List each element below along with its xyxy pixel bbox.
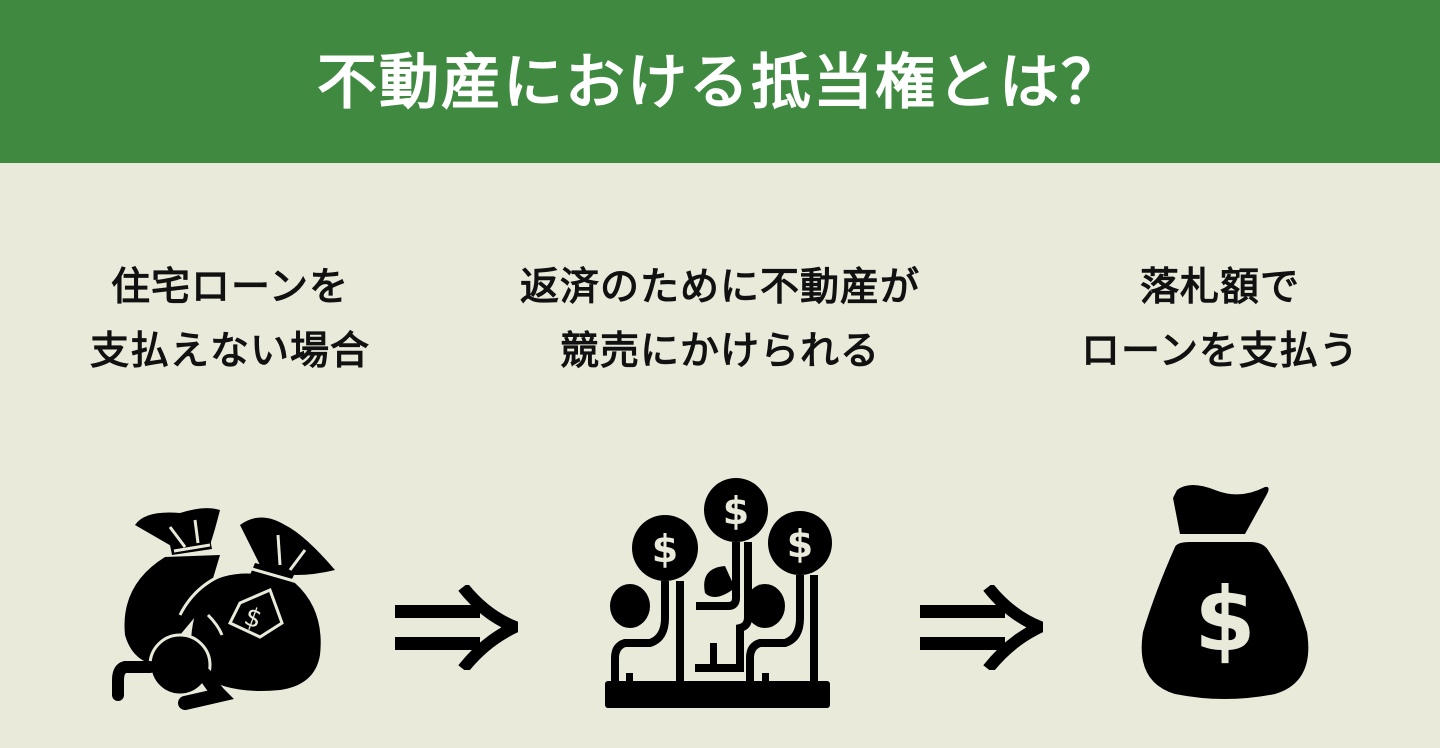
- svg-text:$: $: [723, 489, 749, 533]
- step-1-line-1: 住宅ローンを: [110, 265, 350, 310]
- header-banner: 不動産における抵当権とは？: [0, 0, 1440, 163]
- svg-text:$: $: [652, 527, 678, 571]
- svg-text:$: $: [1194, 568, 1255, 671]
- svg-text:$: $: [787, 522, 813, 566]
- step-3-line-1: 落札額で: [1139, 265, 1300, 310]
- person-crushed-by-money-bags-icon: $: [112, 508, 335, 710]
- auction-bidders-icon: $ $ $: [605, 478, 832, 708]
- page-title: 不動産における抵当権とは？: [317, 48, 1123, 118]
- double-arrow-right-icon: [395, 585, 518, 670]
- double-arrow-right-icon: [920, 585, 1043, 670]
- step-3-label: 落札額で ローンを支払う: [1020, 256, 1420, 384]
- step-1-line-2: 支払えない場合: [89, 329, 370, 374]
- money-bag-icon: $: [1141, 485, 1309, 699]
- step-3-line-2: ローンを支払う: [1080, 329, 1360, 374]
- step-2-line-2: 競売にかけられる: [559, 329, 880, 374]
- step-1-label: 住宅ローンを 支払えない場合: [30, 256, 430, 384]
- step-2-label: 返済のために不動産が 競売にかけられる: [440, 256, 1000, 384]
- step-2-line-1: 返済のために不動産が: [519, 265, 920, 310]
